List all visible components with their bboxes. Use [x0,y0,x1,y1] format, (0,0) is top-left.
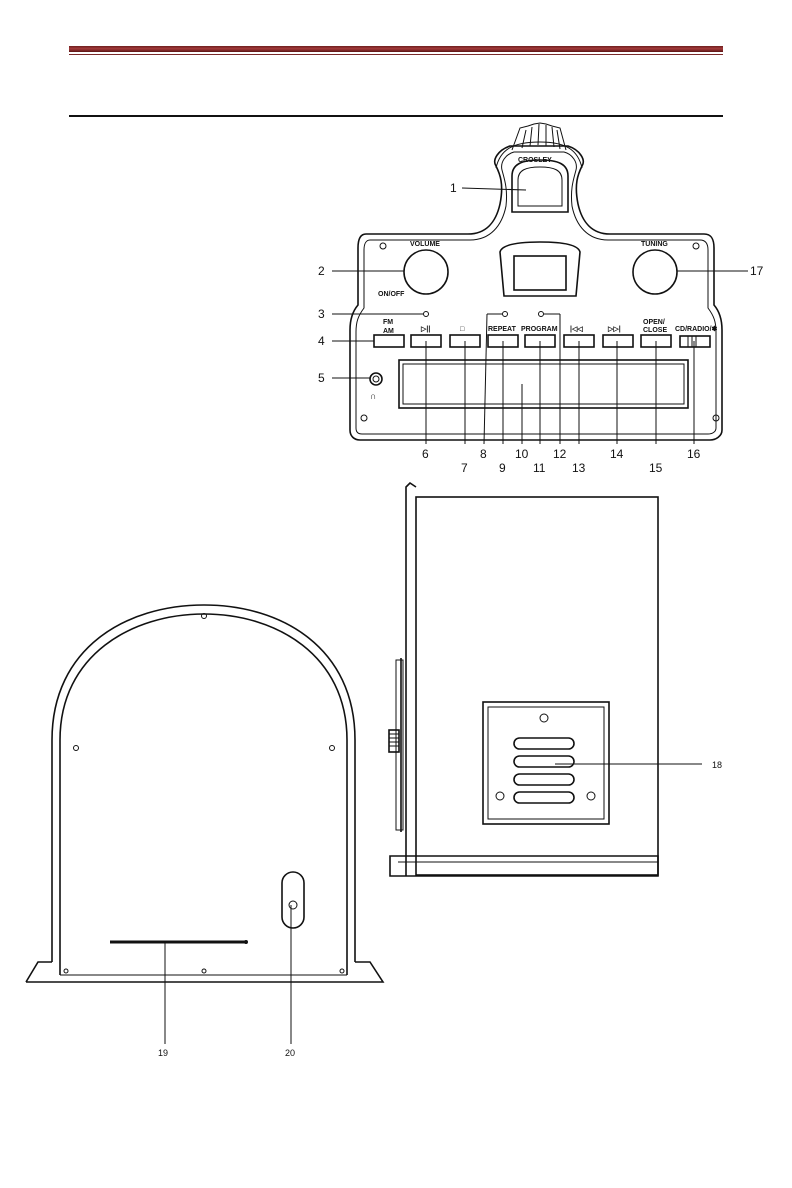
side-knob [389,730,399,752]
callout-5: 5 [318,371,325,385]
back-slot [110,940,248,944]
top-display-window [512,160,568,212]
callout-11: 11 [533,461,546,475]
headphone-jack[interactable] [370,373,382,385]
callout-12: 12 [553,447,567,461]
callout-7: 7 [461,461,468,475]
panel-outline [350,146,722,440]
headphone-icon: ∩ [370,391,376,401]
program-label: PROGRAM [521,326,558,333]
callout-17: 17 [750,264,764,278]
volume-knob[interactable] [404,250,448,294]
side-view: 18 [389,483,722,876]
callout-13: 13 [572,461,586,475]
led-indicator-3 [424,312,429,317]
play-pause-symbol: ▷|| [420,326,430,333]
open-label: OPEN/ [643,319,665,326]
callout-15: 15 [649,461,663,475]
led-indicator-12 [539,312,544,317]
back-cable-port [282,872,304,928]
prev-symbol: |◁◁ [570,326,583,333]
back-view: 19 20 [26,605,383,1058]
callout-18: 18 [712,760,722,770]
callout-4: 4 [318,334,325,348]
front-panel: CROSLEY VOLUME ON/OFF TUNING FM AM ▷|| □… [350,123,722,440]
stop-symbol: □ [460,326,465,333]
callout-9: 9 [499,461,506,475]
function-switch[interactable] [680,336,710,347]
callout-6: 6 [422,447,429,461]
fm-label: FM [383,319,393,326]
callout-14: 14 [610,447,624,461]
callout-16: 16 [687,447,701,461]
callout-3: 3 [318,307,325,321]
callout-1: 1 [450,181,457,195]
callout-8: 8 [480,447,487,461]
led-indicator-8 [503,312,508,317]
function-label: CD/RADIO/✽ [675,325,718,333]
skip-forward-button[interactable] [603,335,633,347]
side-vent-plate [483,702,609,824]
center-display [500,242,580,296]
onoff-label: ON/OFF [378,291,405,298]
fm-am-button[interactable] [374,335,404,347]
repeat-label: REPEAT [488,326,517,333]
callout-10: 10 [515,447,529,461]
volume-label: VOLUME [410,241,440,248]
am-label: AM [383,328,394,335]
close-label: CLOSE [643,327,667,334]
callout-19: 19 [158,1048,168,1058]
tuning-label: TUNING [641,241,668,248]
callout-20: 20 [285,1048,295,1058]
callout-2: 2 [318,264,325,278]
cd-slot[interactable] [399,360,688,408]
next-symbol: ▷▷| [607,326,621,333]
tuning-knob[interactable] [633,250,677,294]
